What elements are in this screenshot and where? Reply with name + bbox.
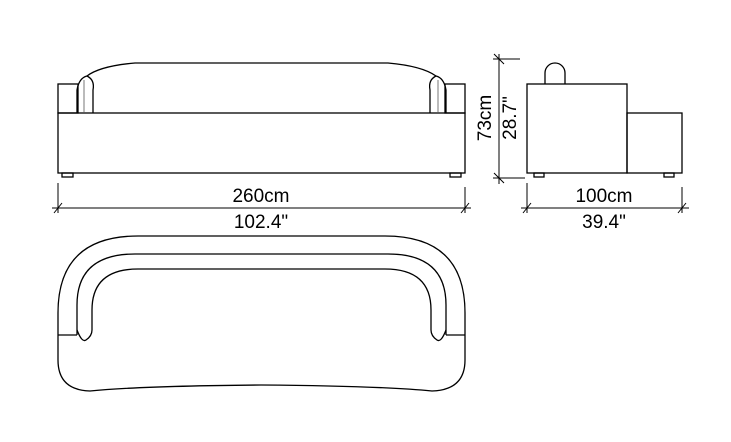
depth-dimension-ticks [522,202,687,214]
height-dimension: 73cm 28.7" [475,53,525,184]
side-front-foot [533,172,545,178]
side-body [526,83,628,174]
height-dimension-ticks [493,53,505,184]
front-backrest [86,62,437,77]
front-left-foot [61,172,74,178]
depth-metric-label: 100cm [575,186,632,207]
front-view [57,62,466,178]
height-metric-label: 73cm [475,95,496,141]
front-left-arm [57,83,79,114]
depth-dimension: 100cm 39.4" [521,183,689,233]
top-middle-back [76,253,447,335]
front-base [57,112,466,174]
depth-imperial-label: 39.4" [582,212,626,233]
top-view [57,235,466,392]
depth-label-mask [571,186,637,204]
top-inner-back [76,268,447,342]
front-right-arm [444,83,466,114]
width-imperial-label: 102.4" [234,212,288,233]
width-dimension-ticks [53,202,470,214]
height-imperial-label: 28.7" [500,96,521,140]
front-right-foot [449,172,462,178]
width-metric-label: 260cm [232,186,289,207]
front-left-cushion [76,75,95,113]
width-label-mask [228,186,294,204]
top-outer-back [57,235,466,335]
side-headrest [544,62,566,84]
top-seat [57,335,466,392]
side-back-foot [663,172,675,178]
side-seat [626,112,683,174]
width-dimension: 260cm 102.4" [52,183,471,233]
side-view [526,62,683,178]
